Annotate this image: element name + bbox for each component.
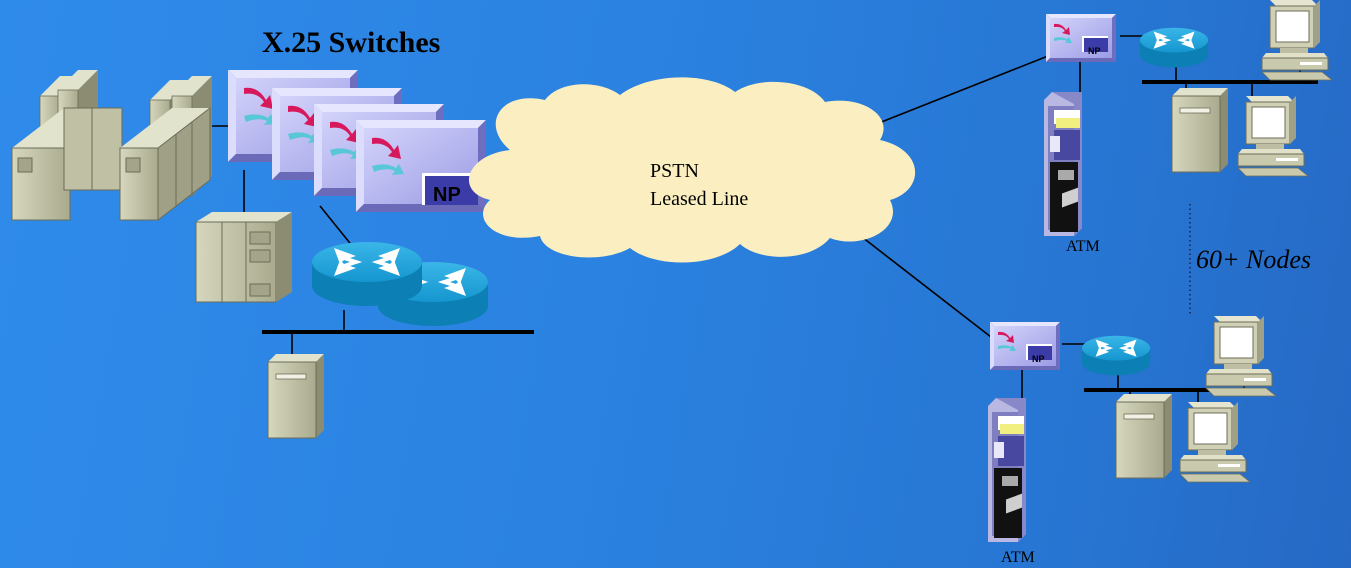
node-np-badge-bottom: NP: [1032, 354, 1045, 364]
switch-np-badge: NP: [433, 184, 461, 206]
workstation-icon: [1179, 401, 1251, 483]
cloud-label-pstn: PSTN: [650, 160, 699, 182]
mainframe-icon: [11, 69, 213, 222]
server-icon: [1115, 393, 1173, 479]
workstation-icon: [1261, 0, 1333, 81]
router-icon: [1140, 27, 1209, 68]
router-icon: [1082, 335, 1151, 376]
workstation-icon: [1205, 315, 1277, 397]
np-node-bottom: NP: [990, 322, 1060, 370]
router-icon: [312, 242, 488, 326]
cloud-icon: [468, 77, 916, 263]
atm-label-top: ATM: [1066, 238, 1100, 255]
diagram-title: X.25 Switches: [262, 26, 441, 59]
atm-machine-icon: [1044, 92, 1082, 236]
x25-switch-icon: NP: [228, 70, 486, 212]
server-icon: [267, 353, 325, 439]
np-node-top: NP: [1046, 14, 1116, 62]
atm-machine-icon: [988, 398, 1026, 542]
node-np-badge-top: NP: [1088, 46, 1101, 56]
nodes-count-label: 60+ Nodes: [1196, 245, 1312, 274]
server-icon: [1171, 87, 1229, 173]
server-icon: [195, 212, 292, 303]
cloud-label-leased-line: Leased Line: [650, 188, 749, 210]
workstation-icon: [1237, 95, 1309, 177]
atm-label-bottom: ATM: [1001, 549, 1035, 566]
